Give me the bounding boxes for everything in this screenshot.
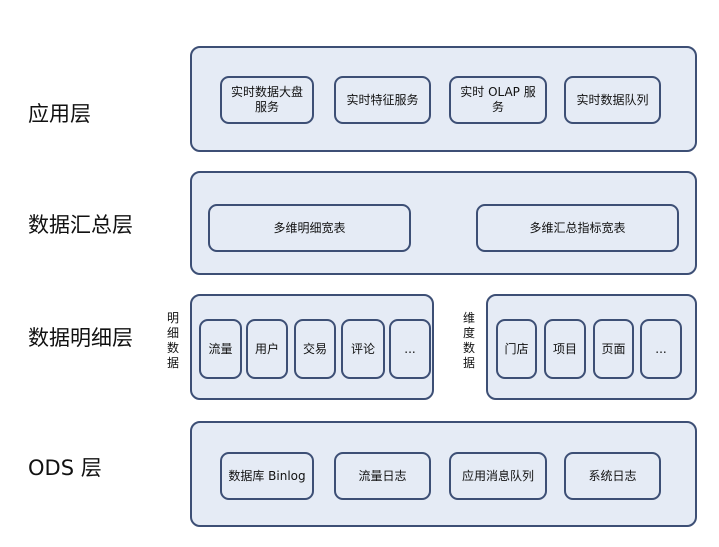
- dimension-item-more: ...: [640, 319, 682, 379]
- detail-item-review: 评论: [341, 319, 385, 379]
- detail-item-traffic: 流量: [199, 319, 242, 379]
- ods-item-db-binlog: 数据库 Binlog: [220, 452, 314, 500]
- ods-item-traffic-log: 流量日志: [334, 452, 431, 500]
- app-layer-panel: 实时数据大盘服务 实时特征服务 实时 OLAP 服务 实时数据队列: [190, 46, 697, 152]
- dimension-item-store: 门店: [496, 319, 537, 379]
- detail-data-panel: 流量 用户 交易 评论 ...: [190, 294, 434, 400]
- app-layer-label: 应用层: [28, 102, 91, 126]
- dimension-item-page: 页面: [593, 319, 634, 379]
- ods-item-app-message-queue: 应用消息队列: [449, 452, 547, 500]
- app-item-olap-service: 实时 OLAP 服务: [449, 76, 547, 124]
- dimension-data-group-label: 维度数据: [462, 311, 475, 370]
- summary-item-wide-detail-table: 多维明细宽表: [208, 204, 411, 252]
- summary-layer-panel: 多维明细宽表 多维汇总指标宽表: [190, 171, 697, 275]
- ods-layer-panel: 数据库 Binlog 流量日志 应用消息队列 系统日志: [190, 421, 697, 527]
- dimension-data-panel: 门店 项目 页面 ...: [486, 294, 697, 400]
- app-item-data-queue: 实时数据队列: [564, 76, 661, 124]
- dimension-item-project: 项目: [544, 319, 586, 379]
- summary-item-wide-metric-table: 多维汇总指标宽表: [476, 204, 679, 252]
- detail-data-group-label: 明细数据: [166, 311, 179, 370]
- app-item-feature-service: 实时特征服务: [334, 76, 431, 124]
- summary-layer-label: 数据汇总层: [28, 213, 133, 237]
- ods-layer-label: ODS 层: [28, 456, 102, 480]
- ods-item-system-log: 系统日志: [564, 452, 661, 500]
- detail-item-more: ...: [389, 319, 431, 379]
- detail-item-trade: 交易: [294, 319, 336, 379]
- detail-layer-label: 数据明细层: [28, 326, 133, 350]
- detail-item-user: 用户: [246, 319, 288, 379]
- app-item-dashboard-service: 实时数据大盘服务: [220, 76, 314, 124]
